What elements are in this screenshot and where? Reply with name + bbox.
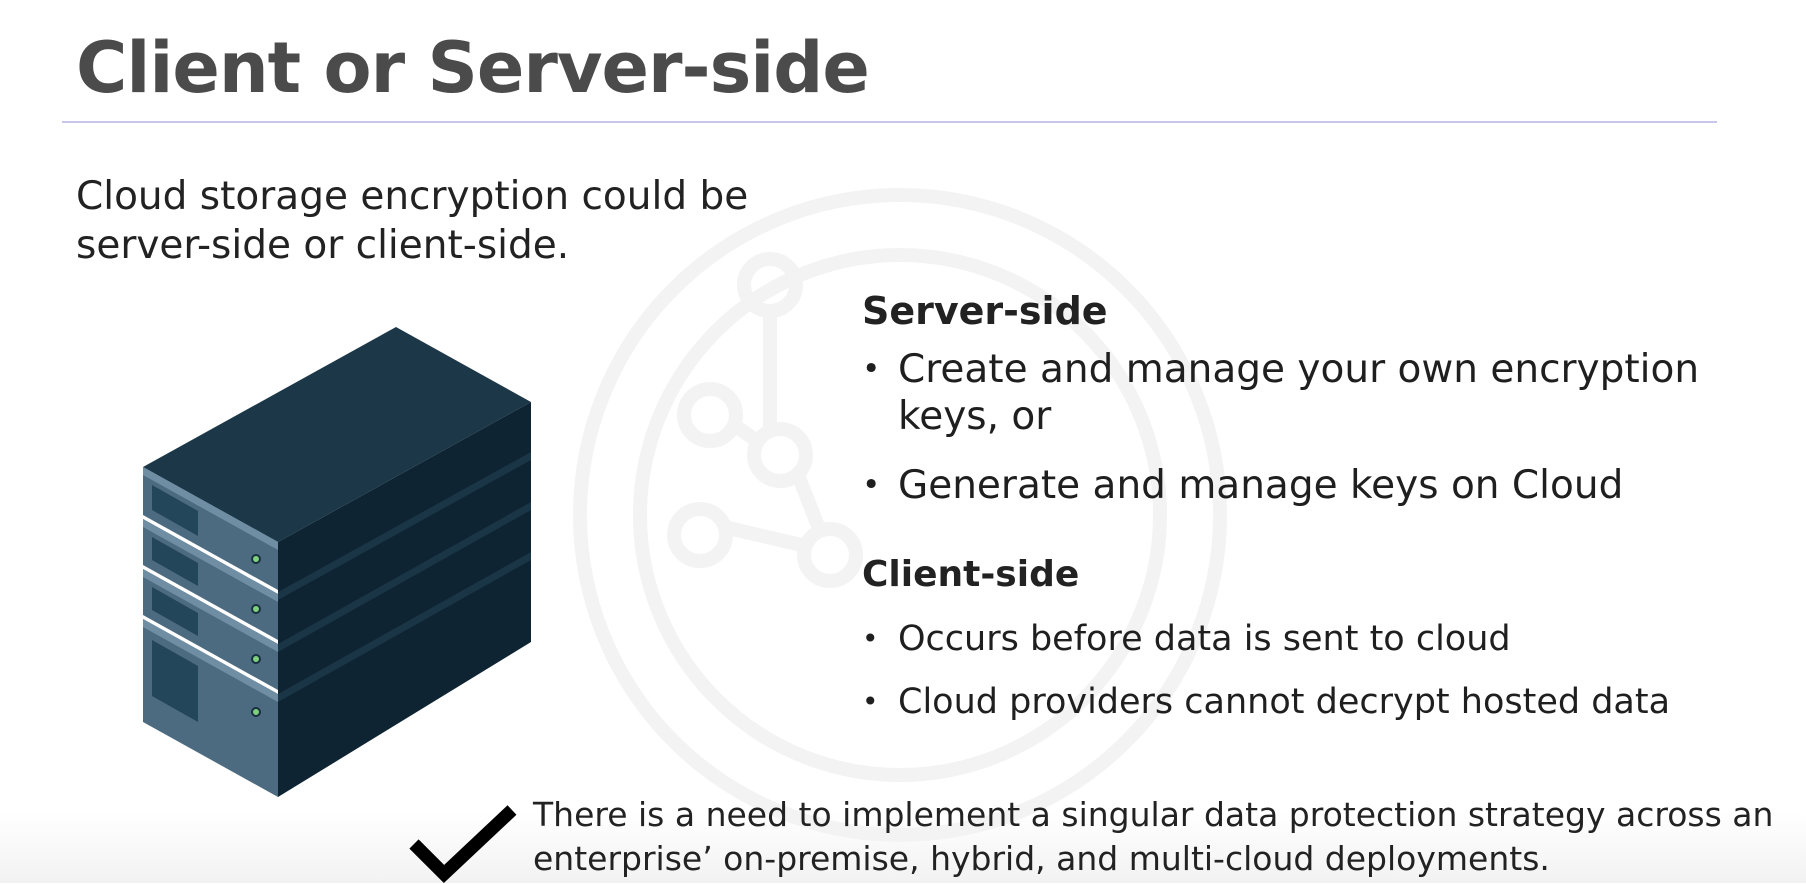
client-side-list: Occurs before data is sent to cloud Clou… (862, 618, 1762, 723)
list-item: Create and manage your own encryption ke… (862, 346, 1762, 440)
list-item: Cloud providers cannot decrypt hosted da… (862, 681, 1762, 723)
server-rack-icon (143, 327, 531, 797)
server-side-section: Server-side Create and manage your own e… (862, 288, 1762, 531)
slide-title: Client or Server-side (76, 27, 870, 109)
list-item: Occurs before data is sent to cloud (862, 618, 1762, 660)
title-divider (62, 121, 1717, 123)
server-side-heading: Server-side (862, 289, 1108, 333)
list-item: Generate and manage keys on Cloud (862, 462, 1762, 509)
note-text: There is a need to implement a singular … (533, 795, 1774, 878)
checkmark-icon (409, 805, 517, 884)
key-takeaway-note: There is a need to implement a singular … (408, 790, 1798, 884)
network-watermark-icon (573, 188, 1227, 842)
server-side-list: Create and manage your own encryption ke… (862, 346, 1762, 509)
client-side-section: Client-side Occurs before data is sent t… (862, 552, 1762, 744)
client-side-heading: Client-side (862, 554, 1080, 595)
intro-text: Cloud storage encryption could be server… (76, 174, 749, 268)
